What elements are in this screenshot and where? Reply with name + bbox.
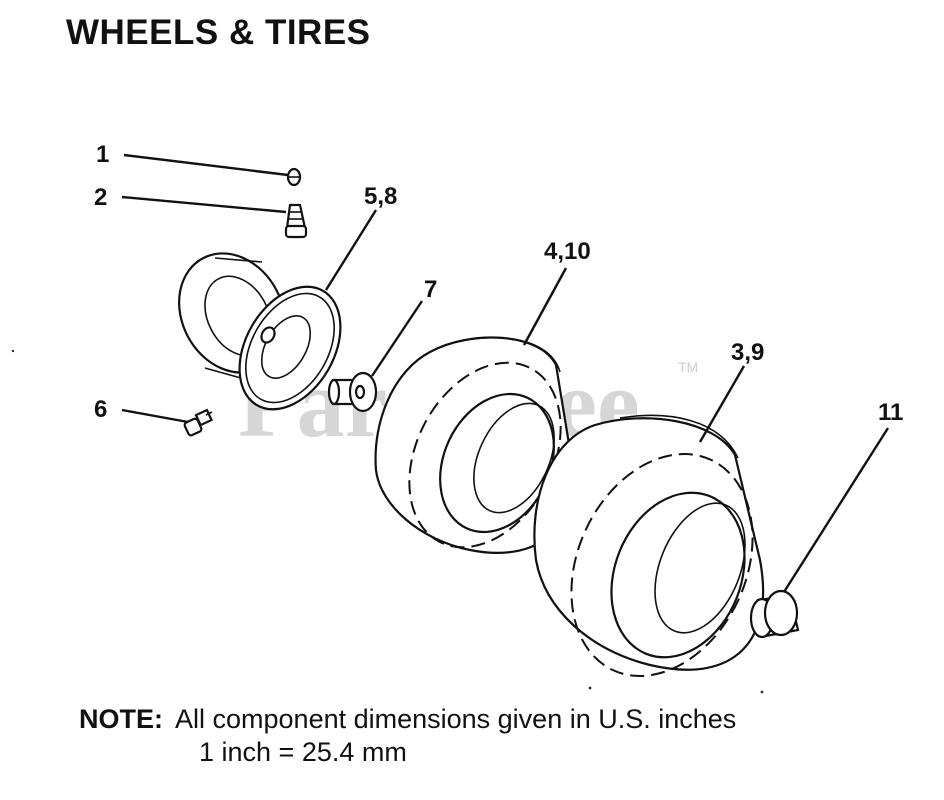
bushing xyxy=(327,371,378,413)
valve-stem xyxy=(284,203,308,239)
hub-cap xyxy=(749,589,800,639)
diagram-title: WHEELS & TIRES xyxy=(66,13,371,52)
callout-4-10: 4,10 xyxy=(544,238,591,265)
callout-3-9: 3,9 xyxy=(731,339,764,366)
leader-58 xyxy=(324,209,378,291)
callout-1: 1 xyxy=(96,141,109,168)
callout-11: 11 xyxy=(878,399,903,426)
valve-cap xyxy=(286,167,302,187)
leader-6 xyxy=(121,408,189,424)
wheel-rim xyxy=(178,252,342,411)
tire-front xyxy=(374,336,575,554)
dimensions-note: NOTE: All component dimensions given in U… xyxy=(79,703,736,769)
tire-rear xyxy=(533,414,765,677)
watermark-trademark: TM xyxy=(678,359,698,375)
leader-410 xyxy=(522,267,568,346)
callout-5-8: 5,8 xyxy=(364,183,397,210)
leader-11 xyxy=(782,427,890,593)
leader-2 xyxy=(121,195,287,214)
grease-fitting xyxy=(183,408,214,437)
callout-7: 7 xyxy=(424,276,437,303)
callout-6: 6 xyxy=(94,396,107,423)
leader-39 xyxy=(698,365,746,443)
leader-1 xyxy=(123,153,289,177)
callout-2: 2 xyxy=(94,184,107,211)
note-label: NOTE: xyxy=(79,704,163,734)
note-line-2: 1 inch = 25.4 mm xyxy=(199,737,407,767)
leader-7 xyxy=(371,300,423,377)
note-line-1: All component dimensions given in U.S. i… xyxy=(175,704,737,734)
